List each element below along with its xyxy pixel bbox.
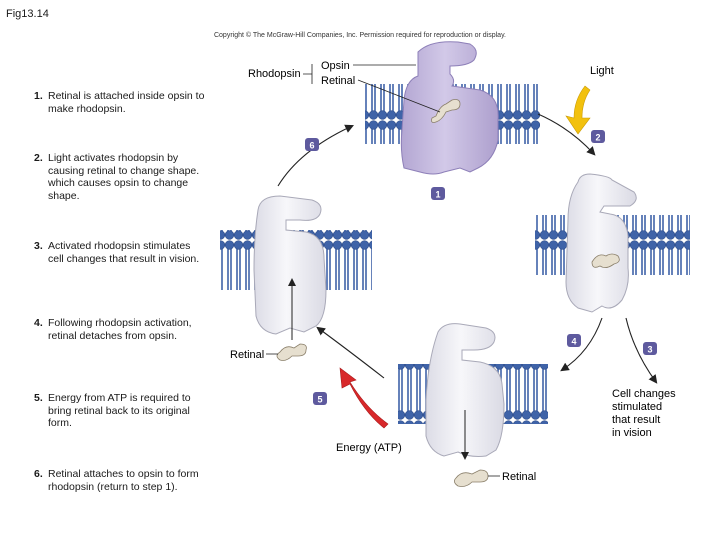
step-text: Activated rhodopsin stimulates cell chan… (48, 240, 200, 265)
step-text: Following rhodopsin activation, retinal … (48, 317, 192, 342)
cycle-arrow-2 (537, 113, 596, 156)
opsin-left (253, 195, 327, 335)
retinal-label: Retinal (321, 75, 355, 87)
opsin-activated-right (565, 173, 637, 313)
step-number: 6. (34, 468, 43, 480)
atp-arrow (339, 367, 389, 429)
retinal-left-label: Retinal (230, 349, 264, 361)
cell-changes-line-1: Cell changes (612, 388, 676, 400)
bracket-line (303, 64, 313, 84)
step-item-6: 6. Retinal attaches to opsin to form rho… (34, 468, 209, 493)
step-text: Energy from ATP is required to bring ret… (48, 392, 191, 429)
cycle-arrow-5 (316, 326, 385, 379)
badge-number: 3 (647, 345, 652, 355)
badge-number: 5 (317, 395, 322, 405)
step-number: 5. (34, 392, 43, 404)
step-number: 3. (34, 240, 43, 252)
copyright-notice: Copyright © The McGraw-Hill Companies, I… (213, 32, 506, 39)
step-badge-5: 5 (313, 392, 327, 405)
badge-number: 4 (571, 337, 576, 347)
rhodopsin-label: Rhodopsin (248, 68, 301, 80)
step-badge-1: 1 (431, 187, 445, 200)
cycle-arrow-3 (625, 317, 658, 384)
step-item-2: 2. Light activates rhodopsin by causing … (34, 152, 209, 202)
step-item-4: 4. Following rhodopsin activation, retin… (34, 317, 209, 342)
retinal-bound (431, 99, 461, 123)
step-item-5: 5. Energy from ATP is required to bring … (34, 392, 209, 430)
badge-number: 6 (309, 141, 314, 151)
step-number: 2. (34, 152, 43, 164)
retinal-leader-line (357, 79, 441, 113)
cell-changes-line-3: that result (612, 414, 660, 426)
badge-number: 2 (595, 133, 600, 143)
light-label: Light (590, 65, 614, 77)
cell-changes-line-2: stimulated (612, 401, 662, 413)
light-arrow (565, 85, 591, 135)
step-number: 1. (34, 90, 43, 102)
step-badge-6: 6 (305, 138, 319, 151)
cell-changes-line-4: in vision (612, 427, 652, 439)
opsin-bottom (425, 323, 505, 457)
step-text: Light activates rhodopsin by causing ret… (48, 152, 200, 202)
opsin-label: Opsin (321, 60, 350, 72)
step-badge-2: 2 (591, 130, 605, 143)
retinal-bottom (454, 469, 489, 487)
step-text: Retinal attaches to opsin to form rhodop… (48, 468, 199, 493)
retinal-left (276, 343, 307, 361)
step-badge-4: 4 (567, 334, 581, 347)
cycle-arrow-4 (560, 317, 603, 372)
step-item-1: 1. Retinal is attached inside opsin to m… (34, 90, 209, 115)
retinal-bottom-label: Retinal (502, 471, 536, 483)
step-number: 4. (34, 317, 43, 329)
cycle-arrow-6 (277, 124, 354, 187)
badge-number: 1 (435, 190, 440, 200)
step-item-3: 3. Activated rhodopsin stimulates cell c… (34, 240, 209, 265)
energy-label: Energy (ATP) (336, 442, 402, 454)
figure-label: Fig13.14 (6, 8, 49, 20)
retinal-right (591, 253, 620, 268)
step-text: Retinal is attached inside opsin to make… (48, 90, 205, 115)
step-badge-3: 3 (643, 342, 657, 355)
